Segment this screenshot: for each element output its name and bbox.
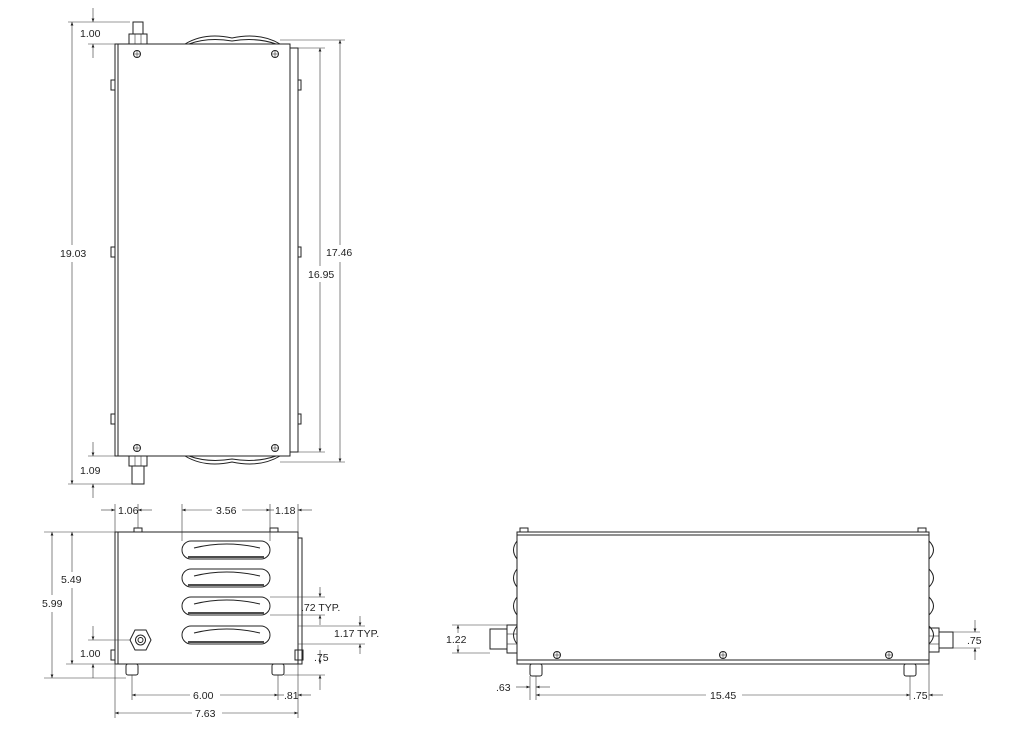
dim-fitting-height: 1.00 xyxy=(80,648,101,660)
side-view: 1.22 .75 .63 15.45 .75 xyxy=(446,527,982,702)
dim-upper-height: 5.49 xyxy=(61,574,82,586)
screw-icon xyxy=(271,444,279,452)
dim-inner-height: 16.95 xyxy=(308,269,334,281)
top-fitting-top xyxy=(128,21,148,45)
foot xyxy=(271,663,285,676)
top-handle-top xyxy=(184,35,281,45)
screw-icon xyxy=(719,651,727,659)
dim-foot-offset: .63 xyxy=(496,682,511,694)
louver xyxy=(181,568,271,588)
dim-fitting-right: .75 xyxy=(967,635,982,647)
top-body-outline xyxy=(114,43,291,457)
screw-icon xyxy=(553,651,561,659)
side-louver-edge xyxy=(513,540,518,560)
screw-icon xyxy=(885,651,893,659)
dim-foot-right: .75 xyxy=(913,690,928,702)
dim-foot-height: .75 xyxy=(314,652,329,664)
dim-fitting-left: 1.22 xyxy=(446,634,467,646)
screw-icon xyxy=(133,444,141,452)
dim-body-height: 17.46 xyxy=(326,247,352,259)
dim-fitting-bottom: 1.09 xyxy=(80,465,101,477)
foot xyxy=(125,663,139,676)
side-fitting-left xyxy=(489,624,518,654)
dim-left-offset: 1.06 xyxy=(118,505,139,517)
louver xyxy=(181,596,271,616)
dim-foot-right: .81 xyxy=(284,690,299,702)
top-handle-bottom xyxy=(184,455,281,465)
louver xyxy=(181,540,271,560)
dim-foot-span: 15.45 xyxy=(710,690,736,702)
foot xyxy=(529,663,543,677)
dim-slot-pitch: 1.17 TYP. xyxy=(334,628,379,640)
side-fitting-right xyxy=(928,627,954,653)
screw-icon xyxy=(133,50,141,58)
dim-slot-width: 3.56 xyxy=(216,505,237,517)
screw-icon xyxy=(271,50,279,58)
top-fitting-bottom xyxy=(128,455,148,485)
hex-fitting-icon xyxy=(129,629,152,651)
top-view: 19.03 1.00 1.09 17.46 16.95 xyxy=(60,8,352,498)
louver xyxy=(181,625,271,645)
dim-foot-span: 6.00 xyxy=(193,690,214,702)
dim-total-height: 5.99 xyxy=(42,598,63,610)
dim-fitting-top: 1.00 xyxy=(80,28,101,40)
dim-total-width: 7.63 xyxy=(195,708,216,720)
top-side-strip xyxy=(289,47,299,453)
dim-overall-height: 19.03 xyxy=(60,248,86,260)
dim-slot-height: .72 TYP. xyxy=(301,602,340,614)
dim-right-offset: 1.18 xyxy=(275,505,296,517)
side-body-outline xyxy=(516,531,930,665)
front-view: 1.06 3.56 1.18 5.99 5.49 1.00 .72 TYP. xyxy=(42,504,379,720)
foot xyxy=(903,663,917,677)
